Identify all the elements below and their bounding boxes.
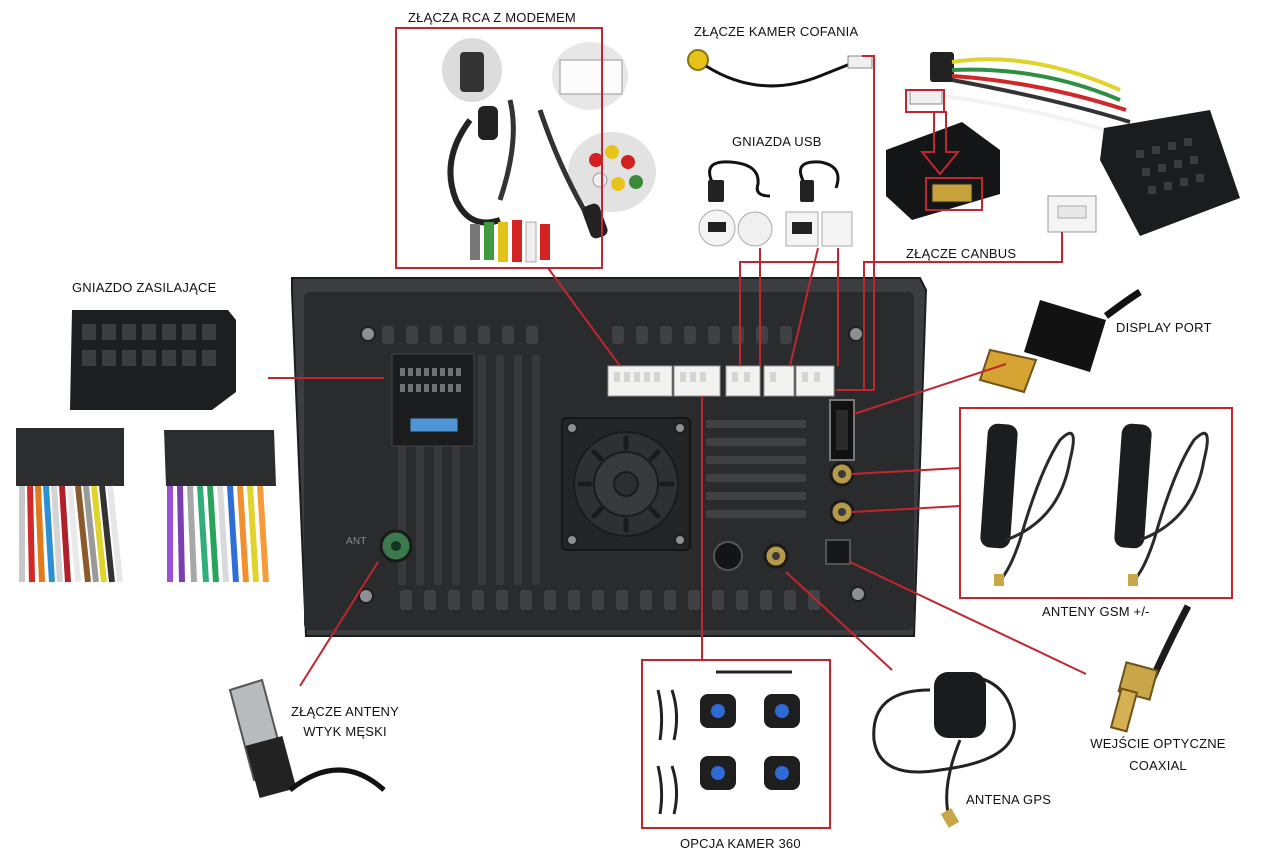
canbus-label: ZŁĄCZE CANBUS: [906, 246, 1017, 261]
cameras-360-photo: [656, 670, 800, 815]
gsm-label: ANTENY GSM +/-: [1042, 604, 1150, 619]
display-port-photo: [978, 288, 1142, 394]
optical-label-line2: COAXIAL: [1129, 758, 1187, 773]
ant-port-label: ANT: [346, 536, 367, 547]
camera360-label: OPCJA KAMER 360: [680, 836, 801, 851]
gps-label: ANTENA GPS: [966, 792, 1052, 807]
usb-label: GNIAZDA USB: [732, 134, 822, 149]
callout-arrow: [919, 111, 961, 176]
display-port-label: DISPLAY PORT: [1116, 320, 1212, 335]
head-unit: [291, 277, 928, 637]
rear-camera-label: ZŁĄCZE KAMER COFANIA: [694, 24, 859, 39]
canbus-harness-photo: [886, 52, 1240, 236]
gsm-antennas-photo: [980, 423, 1209, 586]
usb-cables-photo: [698, 160, 853, 247]
rca-cable-photo: [442, 38, 656, 263]
gps-antenna-photo: [872, 672, 1016, 828]
power-label: GNIAZDO ZASILAJĄCE: [72, 280, 217, 295]
callout-lines: [268, 27, 1233, 829]
rear-camera-cable-photo: [687, 49, 873, 88]
optical-label-line1: WEJŚCIE OPTYCZNE: [1090, 736, 1226, 751]
optical-cable-photo: [1109, 604, 1192, 733]
antenna-label-line2: WTYK MĘSKI: [303, 724, 387, 739]
antenna-label-line1: ZŁĄCZE ANTENY: [290, 704, 400, 719]
rca-label: ZŁĄCZA RCA Z MODEMEM: [408, 10, 576, 25]
antenna-plug-photo: [228, 678, 386, 798]
power-connector-photo: [16, 310, 276, 583]
